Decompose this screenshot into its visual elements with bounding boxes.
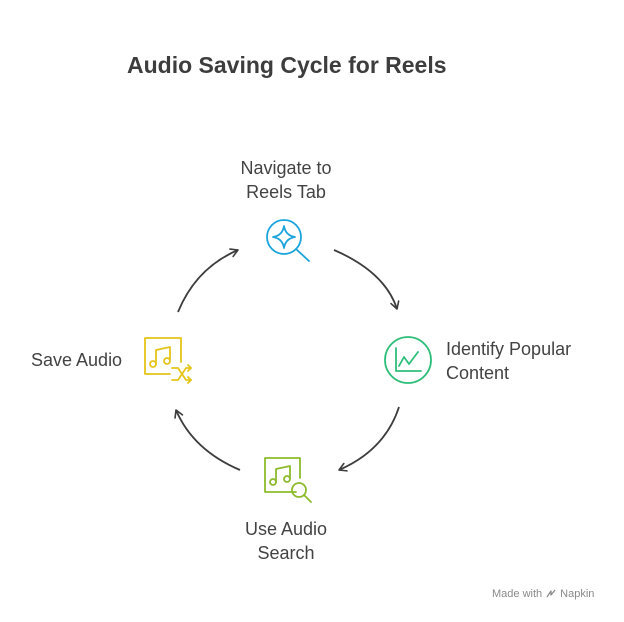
music-shuffle-icon <box>144 337 192 384</box>
watermark: Made with Napkin <box>492 588 594 600</box>
step-label-line: Search <box>257 543 315 563</box>
step-label-navigate: Navigate to Reels Tab <box>206 156 366 204</box>
diagram-title: Audio Saving Cycle for Reels <box>127 52 447 78</box>
step-label-identify: Identify Popular Content <box>446 337 571 385</box>
watermark-prefix: Made with <box>492 588 543 600</box>
step-label-line: Navigate to <box>240 158 332 178</box>
music-search-icon <box>264 457 312 503</box>
arrow-bottom-to-left <box>174 409 241 471</box>
sparkle-search-icon <box>266 219 310 262</box>
trend-chart-icon <box>384 336 432 384</box>
step-label-save-audio: Save Audio <box>31 348 122 372</box>
arrow-right-to-bottom <box>338 406 400 472</box>
step-label-line: Reels Tab <box>246 182 326 202</box>
arrow-top-to-right <box>333 249 400 310</box>
step-label-line: Content <box>446 363 510 383</box>
step-label-line: Save Audio <box>31 350 123 370</box>
napkin-logo-icon <box>546 589 556 598</box>
step-label-line: Identify Popular <box>446 339 572 359</box>
step-label-line: Use Audio <box>244 519 328 539</box>
watermark-brand: Napkin <box>560 588 595 600</box>
arrow-left-to-top <box>177 248 239 313</box>
step-label-use-audio: Use Audio Search <box>206 517 366 565</box>
